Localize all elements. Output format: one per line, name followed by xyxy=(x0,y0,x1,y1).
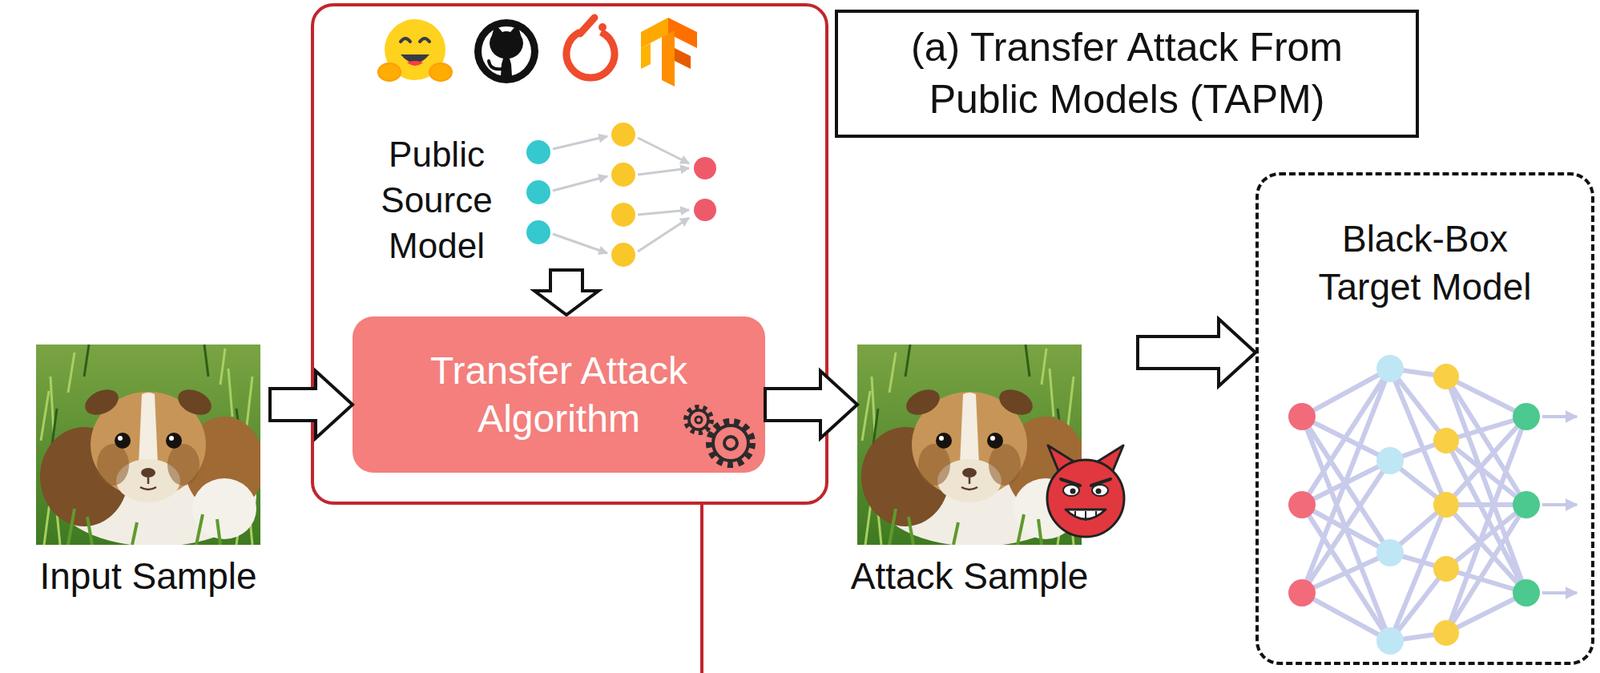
block-arrow xyxy=(1137,318,1256,387)
target-network xyxy=(1288,354,1577,655)
down-block-arrow xyxy=(534,270,599,315)
image-caption: Input Sample xyxy=(0,554,317,599)
box-label: Transfer Attack Algorithm xyxy=(386,346,732,444)
github-logo xyxy=(474,19,539,84)
block-arrow xyxy=(765,370,858,439)
input-photo xyxy=(36,344,265,547)
block-arrow xyxy=(270,370,353,439)
title-box: (a) Transfer Attack From Public Models (… xyxy=(834,9,1419,138)
box-label: Black-Box Target Model xyxy=(1305,215,1546,312)
panel-heading: Public Source Model xyxy=(360,131,513,270)
bracket-line xyxy=(700,503,704,673)
source-network xyxy=(526,122,717,267)
algorithm-box: Transfer Attack Algorithm xyxy=(352,316,766,473)
image-caption: Attack Sample xyxy=(801,554,1138,599)
title-text: (a) Transfer Attack From Public Models (… xyxy=(878,21,1376,126)
huggingface-logo xyxy=(378,19,452,81)
input-image-node: Input Sample xyxy=(36,344,261,545)
gear-icon xyxy=(685,407,753,465)
pytorch-logo xyxy=(566,17,615,78)
attack-image-node: Attack Sample xyxy=(857,344,1082,545)
tensorflow-logo xyxy=(640,17,698,87)
source-panel: Public Source ModelTransfer Attack Algor… xyxy=(310,3,829,505)
devil-icon xyxy=(1047,445,1125,537)
target-model-box: Black-Box Target Model xyxy=(1255,172,1595,665)
